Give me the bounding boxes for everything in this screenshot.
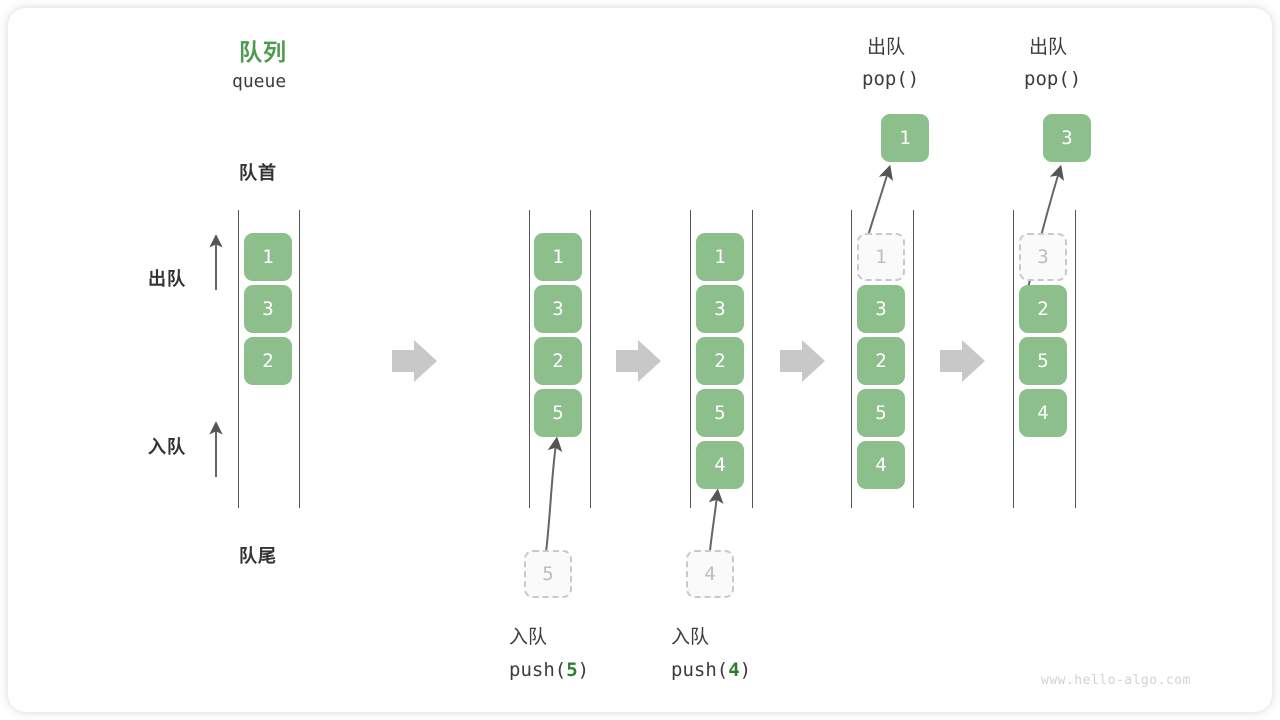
queue-rail-left [529,210,530,508]
queue-cell: 2 [534,337,582,385]
queue-cell: 5 [857,389,905,437]
enqueue-label: 入队 [148,437,186,457]
queue-cell: 3 [857,285,905,333]
column-header-code: pop() [862,68,920,90]
column-caption-cn: 入队 [671,627,710,648]
queue-cell: 1 [244,233,292,281]
queue-cell: 2 [1019,285,1067,333]
queue-cell: 4 [696,441,744,489]
page-subtitle: queue [232,71,287,92]
queue-rail-left [851,210,852,508]
queue-rail-left [238,210,239,508]
queue-rail-right [299,210,300,508]
queue-rail-right [1075,210,1076,508]
column-caption-cn: 入队 [509,627,548,648]
queue-cell: 4 [1019,389,1067,437]
queue-cell: 3 [534,285,582,333]
column-header-cn: 出队 [1029,37,1068,58]
queue-rail-left [690,210,691,508]
queue-cell: 5 [1019,337,1067,385]
queue-cell: 2 [244,337,292,385]
rear-label: 队尾 [239,546,277,566]
queue-rail-right [752,210,753,508]
incoming-cell: 5 [524,550,572,598]
queue-rail-right [913,210,914,508]
watermark: www.hello-algo.com [1041,673,1191,688]
column-caption-code: push(4) [671,659,752,681]
queue-cell: 3 [696,285,744,333]
page-title: 队列 [239,39,287,65]
popped-cell: 3 [1043,114,1091,162]
queue-cell-ghost: 3 [1019,233,1067,281]
queue-cell: 1 [534,233,582,281]
queue-rail-left [1013,210,1014,508]
queue-cell: 4 [857,441,905,489]
popped-cell: 1 [881,114,929,162]
queue-cell: 5 [534,389,582,437]
queue-cell: 2 [696,337,744,385]
queue-cell: 1 [696,233,744,281]
column-header-cn: 出队 [867,37,906,58]
queue-cell: 5 [696,389,744,437]
incoming-cell: 4 [686,550,734,598]
front-label: 队首 [239,163,277,183]
queue-rail-right [590,210,591,508]
column-caption-code: push(5) [509,659,590,681]
queue-cell-ghost: 1 [857,233,905,281]
queue-cell: 3 [244,285,292,333]
column-header-code: pop() [1024,68,1082,90]
dequeue-label: 出队 [148,269,186,289]
queue-cell: 2 [857,337,905,385]
